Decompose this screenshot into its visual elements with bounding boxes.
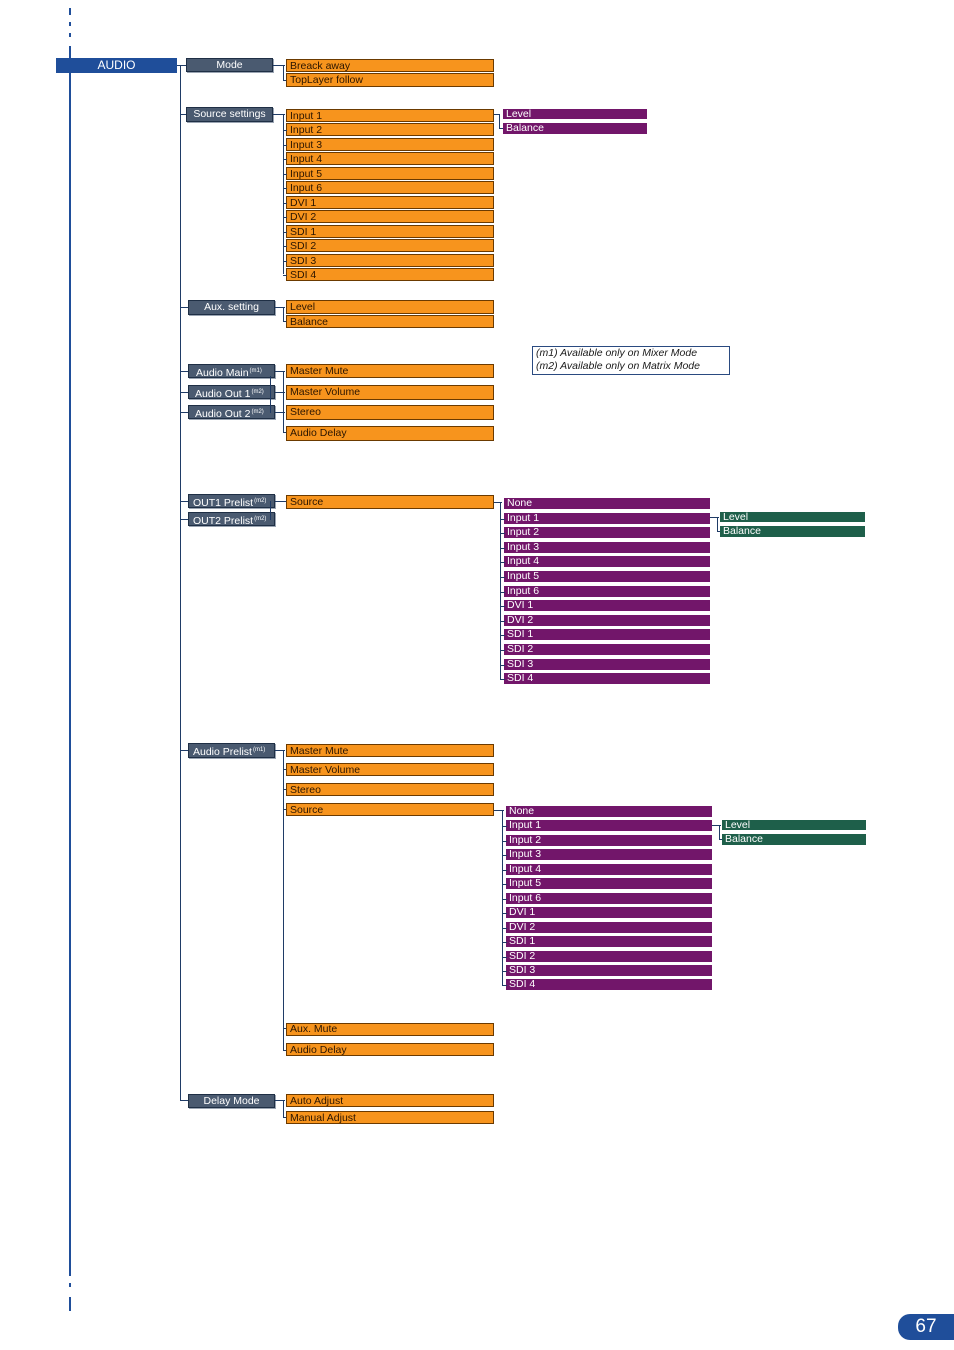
audio-prelist-source-item[interactable]: Input 1 xyxy=(506,820,712,831)
audio-out1-label: Audio Out 1 xyxy=(195,388,251,399)
source-input-item[interactable]: Input 2 xyxy=(286,123,494,136)
prelist-source-param-level[interactable]: Level xyxy=(722,820,866,830)
audio-prelist-source-item[interactable]: Input 5 xyxy=(506,878,712,889)
prelist-source-param-balance[interactable]: Balance xyxy=(722,834,866,845)
audio-prelist-source-item[interactable]: Input 4 xyxy=(506,864,712,875)
audio-prelist-source-item[interactable]: DVI 1 xyxy=(506,907,712,918)
source-input-item[interactable]: Input 5 xyxy=(286,167,494,180)
source-input-item[interactable]: SDI 3 xyxy=(286,254,494,267)
audio-out1-node[interactable]: Audio Out 1(m2) xyxy=(188,385,275,399)
audio-prelist-master-volume[interactable]: Master Volume xyxy=(286,763,494,776)
out-prelist-source-item[interactable]: None xyxy=(504,498,710,509)
mode-node[interactable]: Mode xyxy=(186,58,273,72)
audio-prelist-source-item[interactable]: Input 3 xyxy=(506,849,712,860)
mode-availability-note: (m1) Available only on Mixer Mode (m2) A… xyxy=(532,346,730,375)
out-prelist-source-item[interactable]: Input 2 xyxy=(504,527,710,538)
audio-prelist-source-item[interactable]: SDI 2 xyxy=(506,951,712,962)
audio-prelist-source-item[interactable]: Input 2 xyxy=(506,835,712,846)
aux-setting-node[interactable]: Aux. setting xyxy=(188,300,275,315)
out-prelist-source-item[interactable]: DVI 2 xyxy=(504,615,710,626)
source-settings-node[interactable]: Source settings xyxy=(186,107,273,122)
out-prelist-source-item[interactable]: Input 4 xyxy=(504,556,710,567)
audio-main-node[interactable]: Audio Main(m1) xyxy=(188,364,275,378)
audio-out-param-master-mute[interactable]: Master Mute xyxy=(286,364,494,378)
source-input-item[interactable]: Input 1 xyxy=(286,109,494,122)
aux-param-balance[interactable]: Balance xyxy=(286,315,494,328)
source-input-item[interactable]: Input 3 xyxy=(286,138,494,151)
audio-prelist-node[interactable]: Audio Prelist(m1) xyxy=(188,743,275,758)
audio-prelist-source-item[interactable]: Input 6 xyxy=(506,893,712,904)
aux-param-level[interactable]: Level xyxy=(286,300,494,314)
out-prelist-source-item[interactable]: Input 1 xyxy=(504,513,710,524)
audio-out2-node[interactable]: Audio Out 2(m2) xyxy=(188,405,275,419)
out-prelist-source-item[interactable]: SDI 3 xyxy=(504,659,710,670)
page-margin-rule xyxy=(69,8,71,15)
source-input-item[interactable]: Input 4 xyxy=(286,152,494,165)
audio-root-label: AUDIO xyxy=(56,58,177,73)
source-param-level[interactable]: Level xyxy=(503,109,647,119)
source-input-item[interactable]: SDI 4 xyxy=(286,268,494,281)
source-input-item[interactable]: DVI 2 xyxy=(286,210,494,223)
audio-prelist-label: Audio Prelist xyxy=(193,746,252,758)
audio-out-param-master-volume[interactable]: Master Volume xyxy=(286,385,494,400)
mode-footnote-marker: (m2) xyxy=(251,409,264,415)
page-margin-rule xyxy=(69,1283,71,1287)
out-prelist-source-item[interactable]: Input 3 xyxy=(504,542,710,553)
out2-prelist-node[interactable]: OUT2 Prelist(m2) xyxy=(188,512,275,526)
source-input-item[interactable]: DVI 1 xyxy=(286,196,494,209)
audio-out-param-audio-delay[interactable]: Audio Delay xyxy=(286,426,494,441)
out-prelist-source-item[interactable]: Input 6 xyxy=(504,586,710,597)
audio-prelist-source-item[interactable]: SDI 4 xyxy=(506,979,712,990)
out1-prelist-node[interactable]: OUT1 Prelist(m2) xyxy=(188,494,275,508)
audio-prelist-source-item[interactable]: None xyxy=(506,806,712,817)
mode-footnote-marker: (m1) xyxy=(249,368,262,374)
audio-prelist-source-item[interactable]: DVI 2 xyxy=(506,922,712,933)
delay-mode-manual-adjust[interactable]: Manual Adjust xyxy=(286,1111,494,1124)
page-margin-rule xyxy=(69,22,71,26)
source-input-item[interactable]: Input 6 xyxy=(286,181,494,194)
audio-prelist-master-mute[interactable]: Master Mute xyxy=(286,744,494,757)
mode-footnote-marker: (m2) xyxy=(251,389,264,395)
out-prelist-source-item[interactable]: SDI 2 xyxy=(504,644,710,655)
out-prelist-source-item[interactable]: Input 5 xyxy=(504,571,710,582)
mode-option-breakaway[interactable]: Breack away xyxy=(286,59,494,72)
delay-mode-auto-adjust[interactable]: Auto Adjust xyxy=(286,1094,494,1107)
mode-footnote-marker: (m1) xyxy=(252,747,266,753)
out-prelist-source-item[interactable]: DVI 1 xyxy=(504,600,710,611)
audio-out-param-stereo[interactable]: Stereo xyxy=(286,405,494,420)
note-line-matrix: (m2) Available only on Matrix Mode xyxy=(536,359,700,372)
out-prelist-source-item[interactable]: SDI 1 xyxy=(504,629,710,640)
out-source-param-level[interactable]: Level xyxy=(720,512,865,522)
audio-prelist-aux-mute[interactable]: Aux. Mute xyxy=(286,1023,494,1036)
out-prelist-source-item[interactable]: SDI 4 xyxy=(504,673,710,684)
page-margin-rule xyxy=(69,46,71,1276)
audio-prelist-source[interactable]: Source xyxy=(286,803,494,816)
page-margin-rule xyxy=(69,33,71,37)
audio-prelist-stereo[interactable]: Stereo xyxy=(286,783,494,796)
audio-main-label: Audio Main xyxy=(196,367,249,378)
source-input-item[interactable]: SDI 1 xyxy=(286,225,494,238)
out2-prelist-label: OUT2 Prelist xyxy=(193,515,254,526)
audio-out2-label: Audio Out 2 xyxy=(195,408,251,419)
audio-prelist-source-item[interactable]: SDI 3 xyxy=(506,965,712,976)
mode-option-toplayer-follow[interactable]: TopLayer follow xyxy=(286,73,494,87)
out1-prelist-label: OUT1 Prelist xyxy=(193,497,254,508)
out-source-param-balance[interactable]: Balance xyxy=(720,526,865,537)
page-number: 67 xyxy=(898,1314,954,1340)
audio-prelist-audio-delay[interactable]: Audio Delay xyxy=(286,1043,494,1056)
mode-footnote-marker: (m2) xyxy=(254,516,267,522)
delay-mode-node[interactable]: Delay Mode xyxy=(188,1094,275,1108)
out-prelist-source[interactable]: Source xyxy=(286,495,494,509)
mode-footnote-marker: (m2) xyxy=(254,498,267,504)
source-param-balance[interactable]: Balance xyxy=(503,123,647,134)
page-margin-rule xyxy=(69,1297,71,1311)
audio-prelist-source-item[interactable]: SDI 1 xyxy=(506,936,712,947)
source-input-item[interactable]: SDI 2 xyxy=(286,239,494,252)
note-line-mixer: (m1) Available only on Mixer Mode xyxy=(536,347,698,359)
